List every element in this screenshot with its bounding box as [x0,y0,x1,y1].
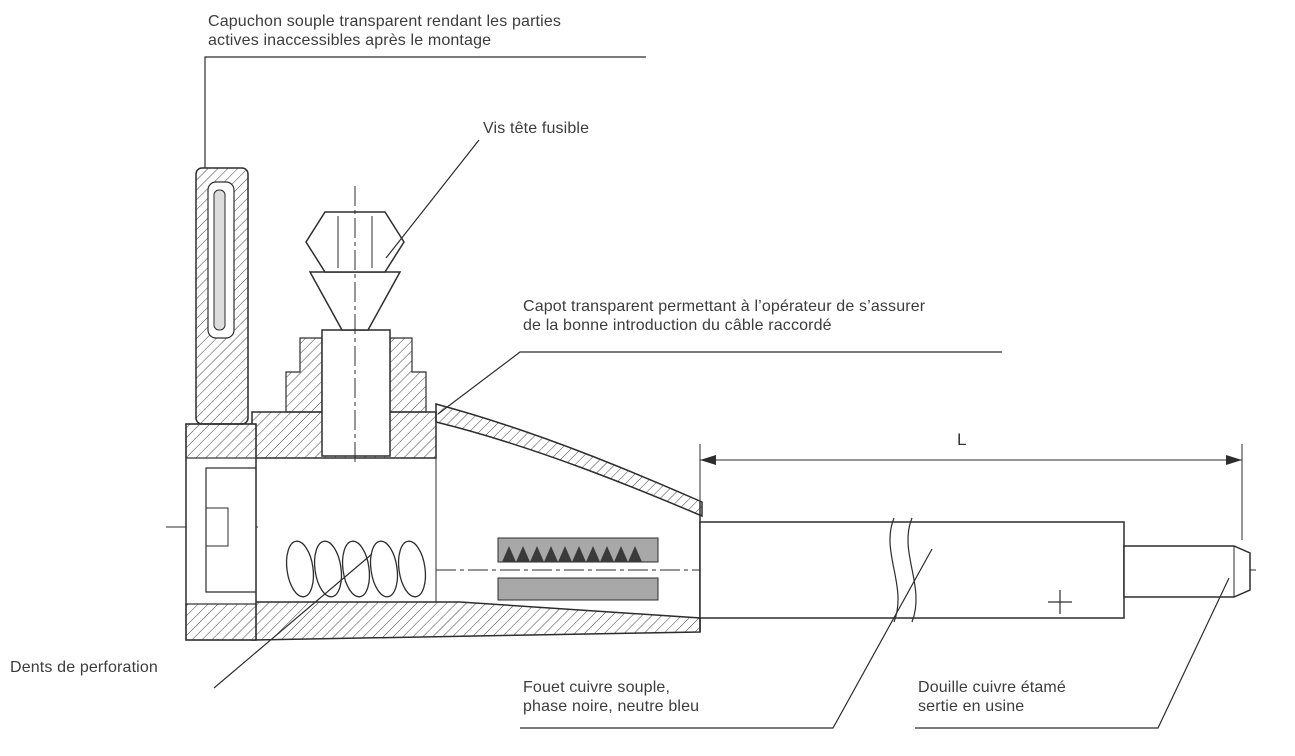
label-fouet-line1: Fouet cuivre souple, [523,679,671,696]
cable-break-line-right [907,517,917,623]
dim-arrow-left [700,455,716,465]
label-capuchon-line1: Capuchon souple transparent rendant les … [208,13,562,30]
label-dimension-l: L [957,430,967,450]
screw-boss-right [389,337,427,413]
coil-loop [285,540,315,598]
label-vis-text: Vis tête fusible [483,120,590,137]
dimension-l-text: L [957,430,967,449]
capuchon-inner-bar [213,189,226,331]
leader-vis [385,139,480,259]
label-capot-line1: Capot transparent permettant à l’opérate… [523,298,926,315]
label-vis-tete-fusible: Vis tête fusible [483,119,589,138]
tinned-sleeve-tip [1123,545,1251,598]
body-bottom-shell [251,601,701,641]
cable [699,517,1251,623]
label-fouet-cuivre: Fouet cuivre souple, phase noire, neutre… [523,678,699,716]
screw-boss-left [285,337,323,413]
coil-loop [369,540,399,598]
leader-lines [204,56,1230,729]
coil-loop [313,540,343,598]
leader-dents [213,553,373,689]
label-douille-cuivre: Douille cuivre étamé sertie en usine [918,678,1066,716]
label-dents-text: Dents de perforation [10,659,158,676]
capuchon-cap [195,167,249,425]
fusible-screw [285,186,427,466]
endcap-socket-profile [205,467,256,593]
label-dents-de-perforation: Dents de perforation [10,658,158,677]
cover-cone-wall [435,403,703,518]
connector-body [185,411,701,641]
coil-loop [341,540,371,598]
label-capot-line2: de la bonne introduction du câble raccor… [523,317,832,335]
endcap-top-flange [185,423,257,459]
perforation-teeth [502,546,642,562]
cable-break-line-left [889,517,899,623]
grip-block-bottom [497,577,659,601]
leader-capuchon [204,56,646,168]
endcap-socket-step [206,507,229,547]
label-capuchon: Capuchon souple transparent rendant les … [208,12,561,50]
piercing-coil [285,540,427,598]
screw-shank [321,329,391,457]
endcap-bottom-flange [185,603,257,641]
label-fouet-line2: phase noire, neutre bleu [523,698,700,716]
crosshair-cursor [1048,590,1072,614]
label-capot: Capot transparent permettant à l’opérate… [523,297,925,335]
leader-douille [915,577,1230,729]
dim-arrow-right [1226,455,1242,465]
label-douille-line2: sertie en usine [918,698,1025,716]
leader-capot [437,351,1002,415]
leader-fouet [520,548,933,729]
coil-loop [397,540,427,598]
label-capuchon-line2: actives inaccessibles après le montage [208,32,492,50]
dimension-l [699,444,1243,540]
label-douille-line1: Douille cuivre étamé [918,679,1066,696]
cable-grip [497,537,659,601]
